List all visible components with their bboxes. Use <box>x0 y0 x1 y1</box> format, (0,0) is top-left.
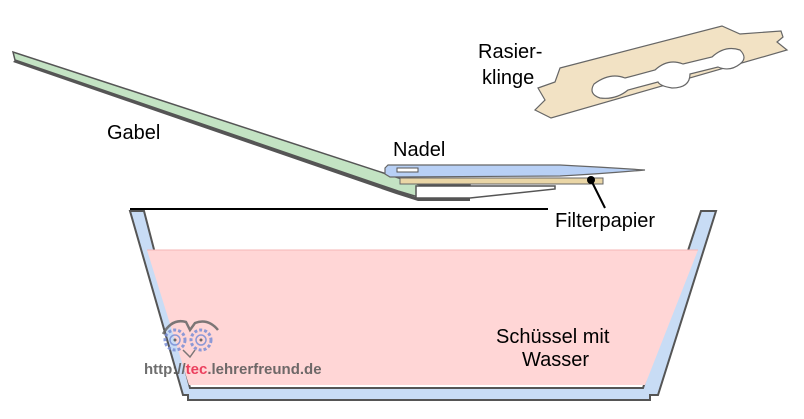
label-schuessel-line1: Schüssel mit <box>496 326 610 348</box>
razor-blade <box>533 25 789 119</box>
bowl-shell <box>128 210 718 401</box>
bowl <box>128 208 718 401</box>
needle <box>384 164 646 178</box>
water <box>147 250 698 385</box>
razor-blade-slot <box>591 47 745 99</box>
label-rasierklinge-line2: klinge <box>482 67 534 89</box>
label-filterpapier: Filterpapier <box>555 210 655 232</box>
label-schuessel-line2: Wasser <box>522 349 589 371</box>
needle-body <box>384 164 646 178</box>
watermark: http://tec.lehrerfreund.de <box>144 320 322 378</box>
fork-tine <box>415 185 556 199</box>
label-nadel: Nadel <box>393 139 445 161</box>
watermark-url[interactable]: http://tec.lehrerfreund.de <box>144 361 322 378</box>
owl-gears-icon <box>161 320 219 359</box>
label-rasierklinge-line1: Rasier- <box>478 41 542 63</box>
label-gabel: Gabel <box>107 122 160 144</box>
filter-paper <box>399 177 604 185</box>
pointer-line <box>590 179 606 209</box>
needle-eye <box>396 167 419 173</box>
watermark-suffix: .lehrerfreund.de <box>207 361 321 378</box>
watermark-prefix: http:// <box>144 361 186 378</box>
watermark-highlight: tec <box>186 361 208 378</box>
